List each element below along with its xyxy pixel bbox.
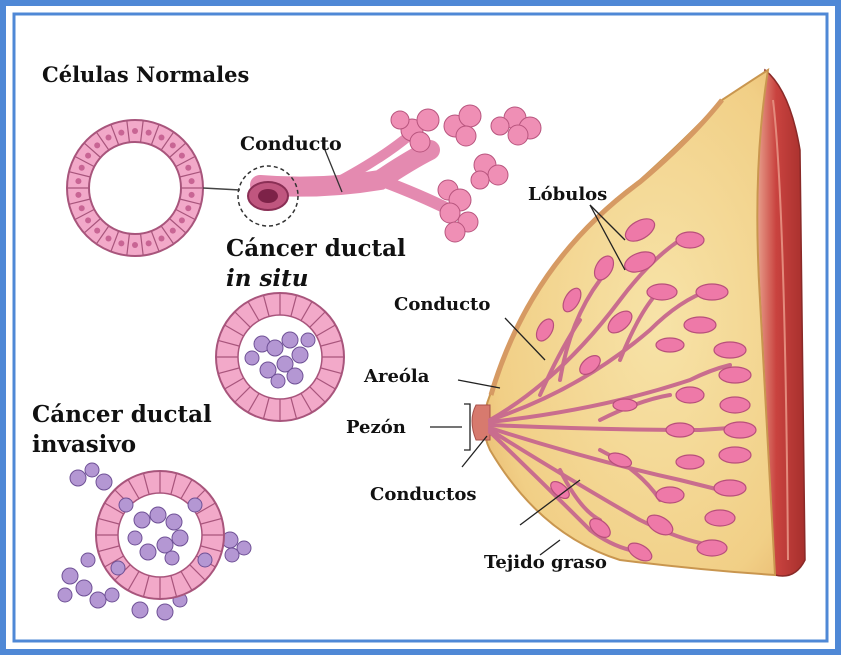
title-normal-cells: Células Normales [42,62,249,87]
dcis-cells [216,293,344,421]
label-conducto-right: Conducto [394,294,490,315]
label-conducto-top: Conducto [240,133,342,155]
label-lobulos: Lóbulos [528,184,607,205]
label-tejido-graso: Tejido graso [484,552,607,573]
label-in-situ: in situ [226,265,309,292]
label-areola: Areóla [363,366,430,387]
label-cancer-invasivo-2: invasivo [32,431,136,458]
breast-illustration [430,70,805,576]
duct-illustration [238,105,541,242]
label-cancer-ductal: Cáncer ductal [226,235,406,262]
label-pezon: Pezón [346,417,406,438]
normal-cells-ring [67,120,240,256]
label-conductos: Conductos [370,484,477,505]
invasive-cells [58,463,251,620]
label-cancer-invasivo-1: Cáncer ductal [32,401,212,428]
